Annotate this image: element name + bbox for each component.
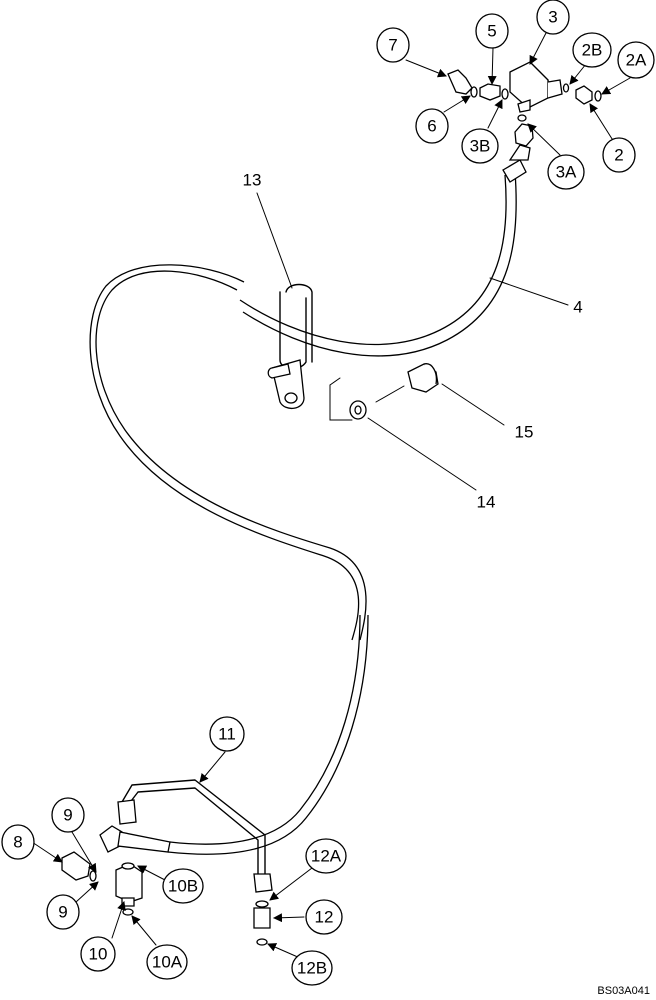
drawing-code: BS03A041 — [597, 985, 650, 997]
long-tube — [89, 264, 369, 855]
callout-3B: 3B — [461, 128, 499, 164]
callout-9-lower-text: 9 — [58, 903, 67, 922]
callout-2-text: 2 — [614, 146, 623, 165]
callout-3: 3 — [536, 0, 570, 35]
callout-5-text: 5 — [487, 22, 496, 41]
top-fitting-cluster — [447, 61, 602, 122]
callout-11-text: 11 — [218, 725, 236, 744]
callout-3-text: 3 — [548, 8, 557, 27]
callout-10A: 10A — [146, 944, 188, 980]
callout-10-text: 10 — [89, 945, 108, 964]
label-4: 4 — [573, 298, 582, 317]
callout-9-upper-text: 9 — [63, 806, 72, 825]
callout-3A-text: 3A — [556, 163, 577, 182]
callout-7-text: 7 — [388, 36, 397, 55]
callout-11: 11 — [209, 716, 245, 752]
callout-12: 12 — [305, 899, 343, 935]
callout-10A-text: 10A — [152, 953, 183, 972]
hose-4 — [239, 123, 534, 357]
bolt-15 — [375, 363, 439, 403]
callout-12A-text: 12A — [311, 847, 342, 866]
label-15: 15 — [515, 423, 534, 442]
callout-12B: 12B — [291, 950, 333, 986]
label-13: 13 — [243, 171, 262, 190]
clamp-13 — [267, 283, 353, 421]
callout-10B-text: 10B — [168, 877, 198, 896]
callout-2B-text: 2B — [582, 41, 603, 60]
leader-lines — [31, 32, 631, 959]
callout-2A: 2A — [617, 41, 655, 79]
callout-7: 7 — [376, 27, 410, 63]
washer-14 — [349, 400, 367, 420]
callout-9-lower: 9 — [46, 894, 80, 930]
callout-2B: 2B — [572, 32, 612, 68]
callout-8-text: 8 — [13, 833, 22, 852]
callout-5: 5 — [475, 13, 509, 49]
callout-12-text: 12 — [315, 908, 334, 927]
callout-8: 8 — [1, 824, 35, 860]
callout-12A: 12A — [305, 838, 347, 874]
callout-6-text: 6 — [427, 117, 436, 136]
callout-10: 10 — [80, 936, 116, 972]
lower-fitting-cluster — [61, 779, 273, 946]
callout-3B-text: 3B — [470, 137, 491, 156]
callout-10B: 10B — [162, 868, 204, 904]
callout-9-upper: 9 — [51, 797, 85, 833]
callout-3A: 3A — [547, 154, 585, 190]
callout-2: 2 — [602, 137, 636, 173]
label-14: 14 — [477, 493, 496, 512]
callout-2A-text: 2A — [626, 51, 647, 70]
callout-6: 6 — [415, 108, 449, 144]
callout-12B-text: 12B — [297, 959, 327, 978]
